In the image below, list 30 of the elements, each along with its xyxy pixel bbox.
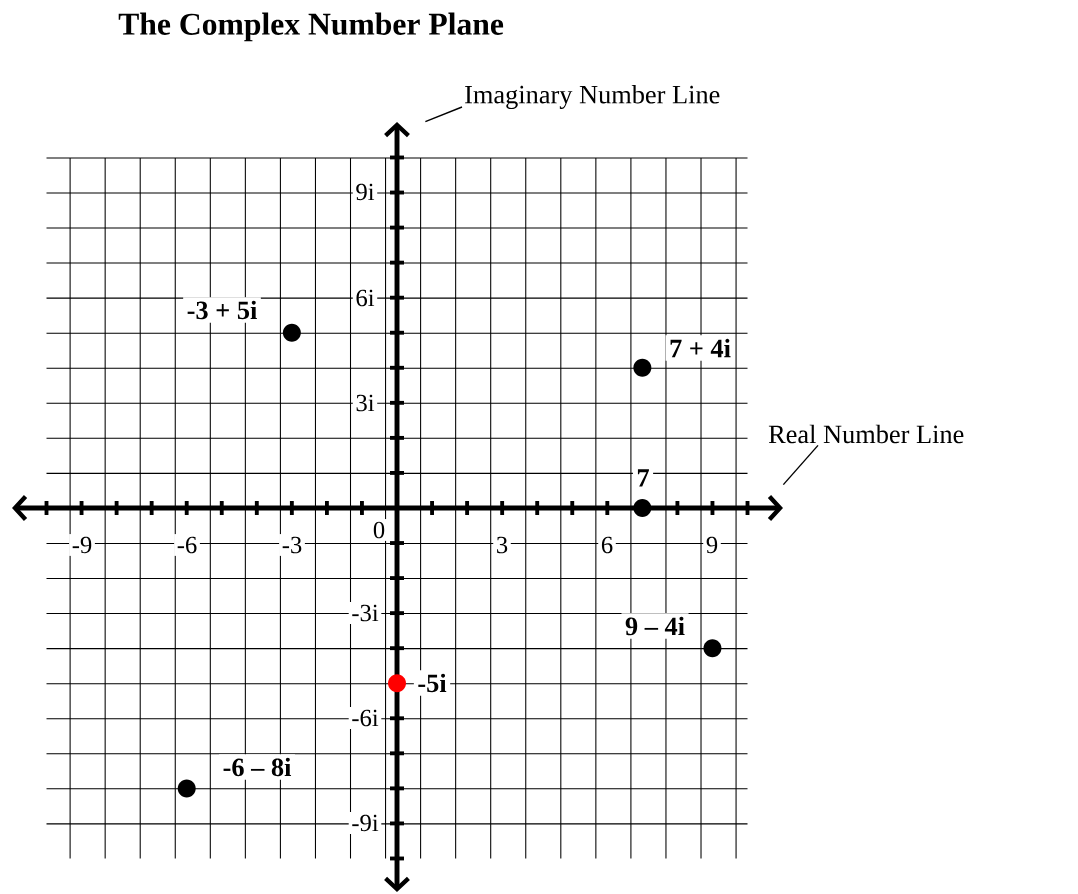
tick-label: -3 bbox=[279, 534, 305, 556]
tick-label: -6i bbox=[348, 707, 382, 729]
point-label: -3 + 5i bbox=[183, 297, 261, 323]
point bbox=[282, 323, 301, 342]
axis-title: Real Number Line bbox=[768, 424, 964, 444]
point-label: 9 – 4i bbox=[621, 613, 689, 639]
title: The Complex Number Plane bbox=[118, 12, 504, 42]
point bbox=[703, 639, 722, 658]
axis-arrow bbox=[12, 495, 783, 521]
tick-label: 9i bbox=[352, 181, 378, 203]
point-label: -5i bbox=[413, 670, 451, 696]
tick-label: 9 bbox=[703, 534, 721, 556]
tick-label: -3i bbox=[348, 602, 382, 624]
tick-label: 6 bbox=[598, 534, 616, 556]
tick-label: 3i bbox=[352, 392, 378, 414]
point bbox=[633, 358, 652, 377]
point-label: 7 + 4i bbox=[665, 335, 735, 361]
axis-title: Imaginary Number Line bbox=[465, 85, 720, 109]
tick-label: -9 bbox=[69, 534, 95, 556]
point-label: -6 – 8i bbox=[219, 754, 295, 780]
tick-label: -6 bbox=[174, 534, 200, 556]
tick-label: 3 bbox=[493, 534, 511, 556]
point-label: 7 bbox=[632, 465, 654, 491]
tick-label: 0 bbox=[370, 519, 388, 541]
leader-line bbox=[424, 106, 463, 123]
leader-line bbox=[782, 444, 819, 486]
axis-arrow bbox=[384, 122, 410, 892]
point bbox=[177, 779, 196, 798]
tick-label: -9i bbox=[348, 812, 382, 834]
tick-label: 6i bbox=[352, 287, 378, 309]
